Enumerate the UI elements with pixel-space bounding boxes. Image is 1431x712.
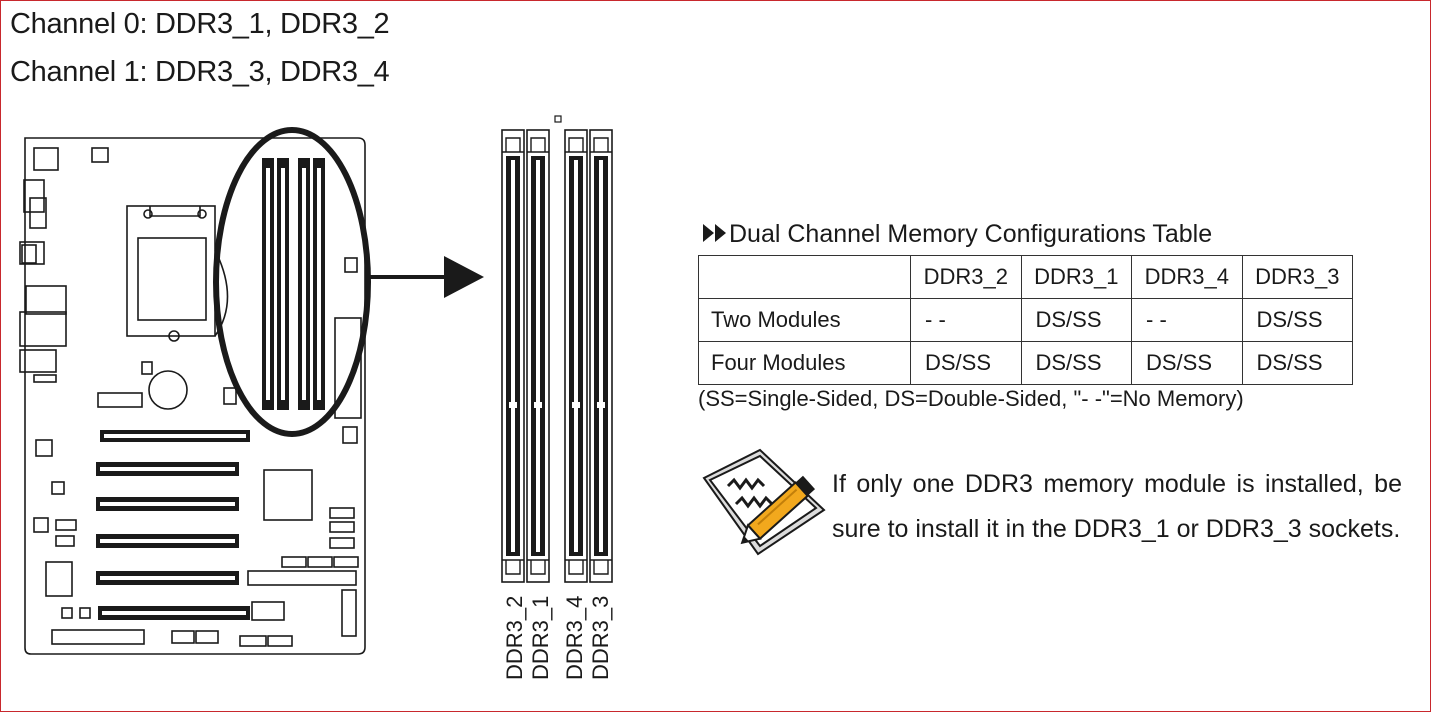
highlight-ellipse [213, 127, 371, 437]
slot-label: DDR3_1 [528, 595, 553, 680]
fast-forward-icon [703, 220, 729, 249]
row-label: Two Modules [698, 298, 911, 342]
slot-label: DDR3_3 [588, 595, 613, 680]
table-row: Four Modules DS/SS DS/SS DS/SS DS/SS [698, 341, 1353, 385]
slot-inner-lines [100, 434, 246, 615]
column-header: DDR3_2 [910, 255, 1022, 299]
board-dimm-slots [262, 158, 325, 410]
channel-1-text: Channel 1: DDR3_3, DDR3_4 [10, 56, 390, 88]
enlarged-dimm-slot [564, 129, 588, 583]
table-row: Two Modules - - DS/SS - - DS/SS [698, 298, 1353, 342]
enlarged-dimm-slot [589, 129, 613, 583]
enlarged-dimm-slot [501, 129, 525, 583]
pencil-note-icon [702, 448, 826, 556]
table-cell: - - [1131, 298, 1243, 342]
expansion-slots [96, 430, 250, 620]
table-cell: DS/SS [1241, 341, 1353, 385]
memory-config-table: DDR3_2 DDR3_1 DDR3_4 DDR3_3 Two Modules … [698, 255, 1353, 385]
slot-label: DDR3_4 [562, 595, 587, 680]
table-legend: (SS=Single-Sided, DS=Double-Sided, "- -"… [698, 386, 1244, 411]
table-cell: DS/SS [1241, 298, 1353, 342]
install-note: If only one DDR3 memory module is instal… [832, 470, 1402, 543]
table-corner-cell [698, 255, 911, 299]
table-cell: - - [910, 298, 1022, 342]
enlarged-dimm-slot [526, 129, 550, 583]
table-cell: DS/SS [1131, 341, 1243, 385]
channel-0-text: Channel 0: DDR3_1, DDR3_2 [10, 8, 390, 40]
table-cell: DS/SS [1020, 298, 1132, 342]
column-header: DDR3_4 [1131, 255, 1243, 299]
table-header-row: DDR3_2 DDR3_1 DDR3_4 DDR3_3 [698, 255, 1353, 299]
column-header: DDR3_1 [1020, 255, 1132, 299]
table-cell: DS/SS [910, 341, 1022, 385]
pin1-marker [554, 115, 562, 123]
column-header: DDR3_3 [1241, 255, 1353, 299]
table-title-row: Dual Channel Memory Configurations Table [703, 220, 1212, 249]
table-title: Dual Channel Memory Configurations Table [729, 220, 1213, 248]
row-label: Four Modules [698, 341, 911, 385]
slot-label: DDR3_2 [502, 595, 527, 680]
enlarged-dimm-slots [501, 115, 613, 583]
pointer-arrow [368, 256, 484, 298]
table-cell: DS/SS [1020, 341, 1132, 385]
motherboard [19, 137, 366, 655]
